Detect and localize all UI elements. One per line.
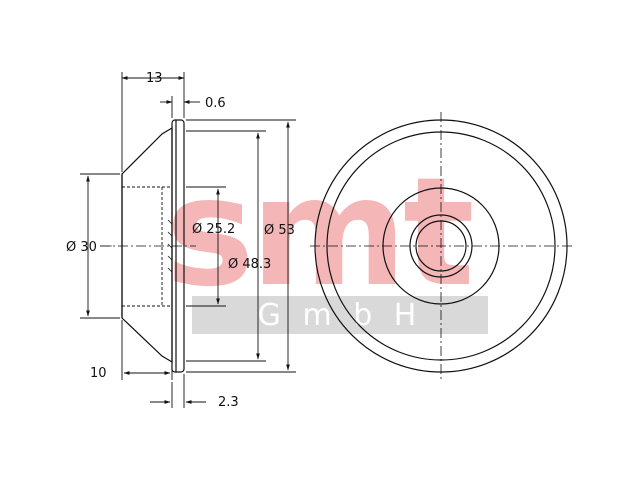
dimension-lines <box>80 72 296 408</box>
dim-bottom-right: 2.3 <box>218 395 239 410</box>
side-hidden-lines <box>122 186 172 307</box>
dim-top-width: 13 <box>146 71 163 86</box>
dim-inner-diameter: Ø 25.2 <box>192 222 235 237</box>
dim-flange: 0.6 <box>205 96 226 111</box>
side-bore-hatch <box>167 219 173 273</box>
side-view <box>100 119 196 373</box>
dim-outer-diameter: Ø 53 <box>264 223 295 238</box>
watermark-band <box>192 296 488 334</box>
dim-mid-diameter: Ø 48.3 <box>228 257 271 272</box>
dim-left-diameter: Ø 30 <box>66 240 97 255</box>
dim-bottom-left: 10 <box>90 366 107 381</box>
front-view <box>310 112 572 380</box>
watermark-sub: G m b H <box>258 298 423 333</box>
